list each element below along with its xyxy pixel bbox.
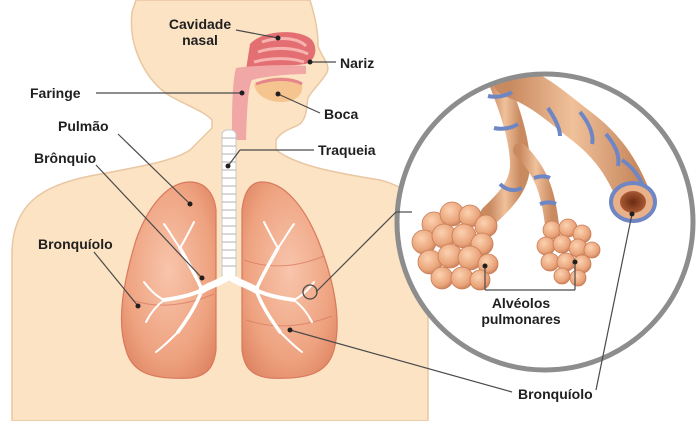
label-alveoli: Alvéolos pulmonares — [466, 295, 576, 327]
label-bronchiole-left: Bronquíolo — [38, 236, 113, 252]
label-mouth: Boca — [324, 106, 358, 122]
label-nose: Nariz — [340, 55, 374, 71]
label-trachea: Traqueia — [318, 142, 376, 158]
label-bronchus: Brônquio — [34, 150, 96, 166]
trachea — [222, 130, 236, 280]
label-bronchiole-right: Bronquíolo — [518, 386, 593, 402]
label-nasal-cavity: Cavidade nasal — [160, 16, 240, 48]
label-pharynx: Faringe — [30, 85, 81, 101]
label-lung: Pulmão — [58, 118, 109, 134]
